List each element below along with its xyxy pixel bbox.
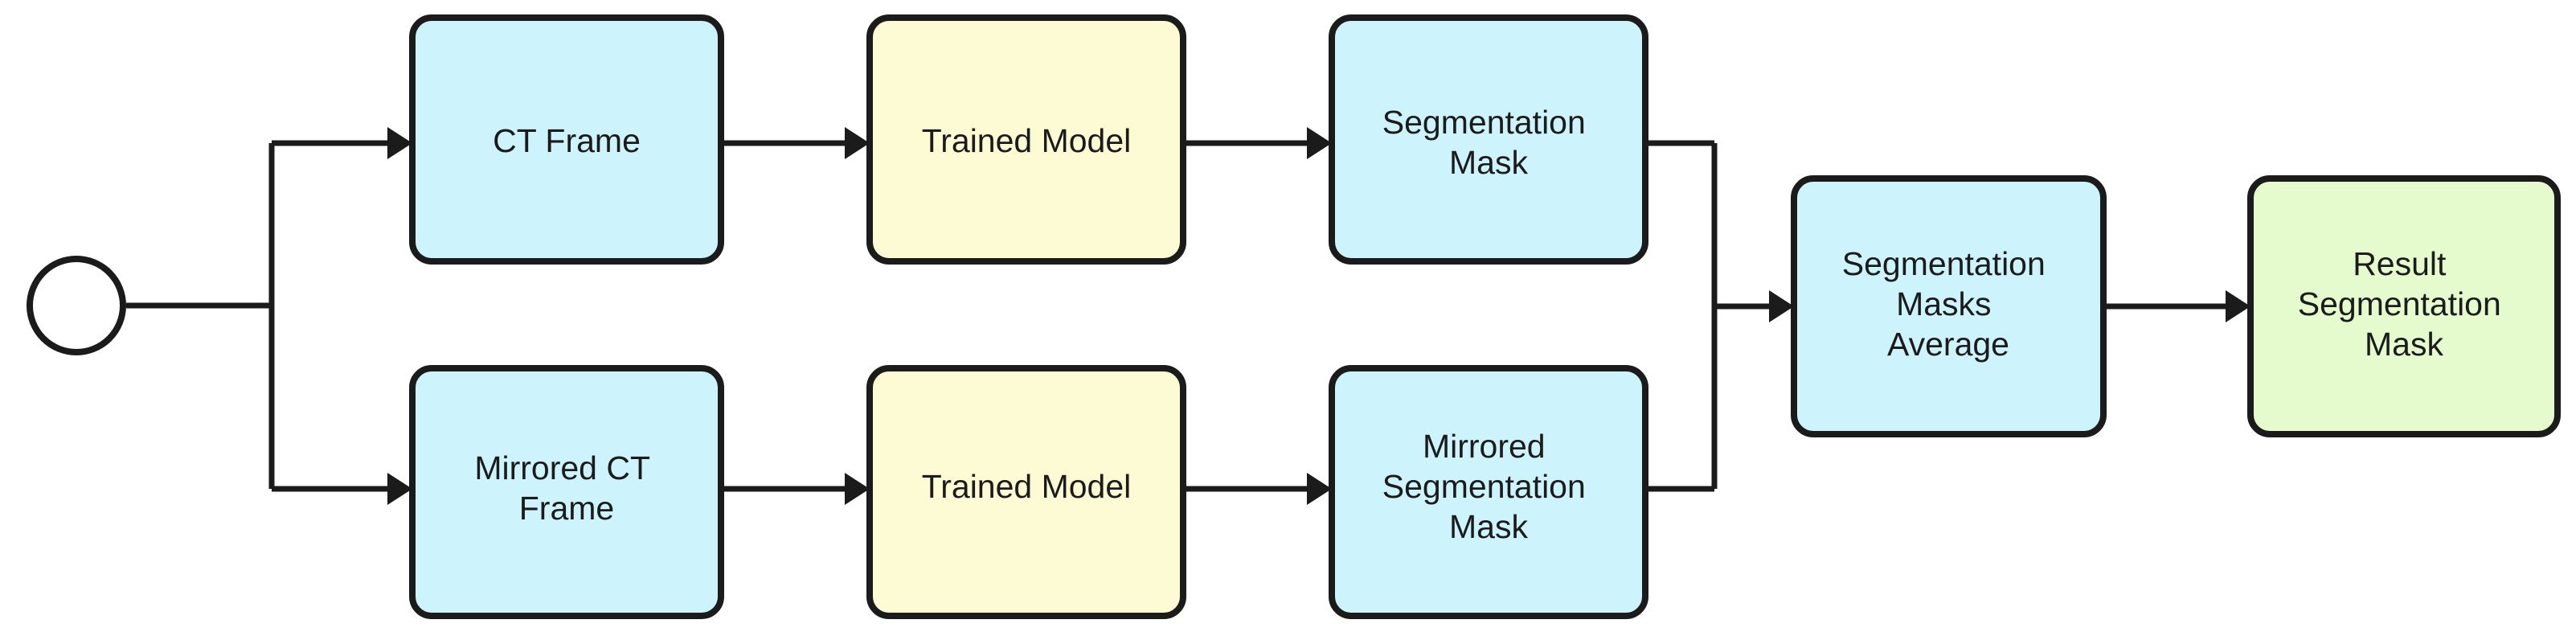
node-ct-frame[interactable]: CT Frame [409, 14, 724, 265]
arrow-head-mirrored-ct-frame [387, 473, 412, 505]
segmentation-masks-average-label-line-1: Segmentation [1842, 245, 2046, 282]
segmentation-mask-label: Segmentation Mask [1382, 104, 1595, 181]
node-start[interactable] [27, 256, 126, 355]
segmentation-masks-average-box[interactable] [1791, 175, 2107, 437]
mirrored-ct-frame-label: Mirrored CT Frame [474, 449, 658, 527]
result-segmentation-mask-label-line-1: Result [2353, 245, 2447, 282]
trained-model-top-box[interactable] [866, 14, 1186, 265]
result-segmentation-mask-label: Result Segmentation Mask [2298, 245, 2510, 363]
ct-frame-label: CT Frame [493, 122, 641, 159]
arrow-head-segmentation-masks-average [1769, 290, 1794, 322]
node-segmentation-mask[interactable]: Segmentation Mask [1329, 14, 1648, 265]
trained-model-bottom-label: Trained Model [922, 468, 1132, 505]
ct-frame-label-line-1: CT Frame [493, 122, 641, 159]
node-segmentation-masks-average[interactable]: Segmentation Masks Average [1791, 175, 2107, 437]
trained-model-top-label-line-1: Trained Model [922, 122, 1132, 159]
arrow-head-trained-model-bottom [845, 473, 870, 505]
result-segmentation-mask-box[interactable] [2247, 175, 2561, 437]
segmentation-masks-average-label-line-3: Average [1887, 326, 2009, 363]
segmentation-masks-average-label-line-2: Masks [1896, 285, 1991, 322]
ct-frame-box[interactable] [409, 14, 724, 265]
arrow-head-ct-frame [387, 127, 412, 159]
segmentation-masks-average-label: Segmentation Masks Average [1842, 245, 2054, 363]
segmentation-mask-box[interactable] [1329, 14, 1648, 265]
trained-model-top-label: Trained Model [922, 122, 1132, 159]
mirrored-ct-frame-box[interactable] [409, 365, 724, 619]
mirrored-segmentation-mask-label-line-3: Mask [1449, 508, 1528, 545]
node-result-segmentation-mask[interactable]: Result Segmentation Mask [2247, 175, 2561, 437]
node-trained-model-bottom[interactable]: Trained Model [866, 365, 1186, 619]
segmentation-mask-label-line-2: Mask [1449, 144, 1528, 181]
start-circle[interactable] [27, 256, 126, 355]
node-mirrored-segmentation-mask[interactable]: Mirrored Segmentation Mask [1329, 365, 1648, 619]
node-trained-model-top[interactable]: Trained Model [866, 14, 1186, 265]
arrow-head-trained-model-top [845, 127, 870, 159]
mirrored-segmentation-mask-label-line-1: Mirrored [1423, 428, 1546, 465]
arrow-head-result-segmentation-mask [2226, 290, 2250, 322]
result-segmentation-mask-label-line-3: Mask [2365, 326, 2443, 363]
segmentation-mask-label-line-1: Segmentation [1382, 104, 1586, 141]
trained-model-bottom-box[interactable] [866, 365, 1186, 619]
mirrored-ct-frame-label-line-2: Frame [519, 490, 614, 527]
mirrored-segmentation-mask-box[interactable] [1329, 365, 1648, 619]
node-mirrored-ct-frame[interactable]: Mirrored CT Frame [409, 365, 724, 619]
mirrored-ct-frame-label-line-1: Mirrored CT [474, 449, 650, 486]
result-segmentation-mask-label-line-2: Segmentation [2298, 285, 2501, 322]
connector-layer [126, 127, 2250, 505]
arrow-head-mirrored-segmentation-mask [1307, 473, 1332, 505]
mirrored-segmentation-mask-label-line-2: Segmentation [1382, 468, 1586, 505]
arrow-head-segmentation-mask [1307, 127, 1332, 159]
trained-model-bottom-label-line-1: Trained Model [922, 468, 1132, 505]
node-layer: CT Frame Trained Model Segmentation Mask [27, 14, 2561, 619]
mirrored-segmentation-mask-label: Mirrored Segmentation Mask [1382, 428, 1595, 545]
